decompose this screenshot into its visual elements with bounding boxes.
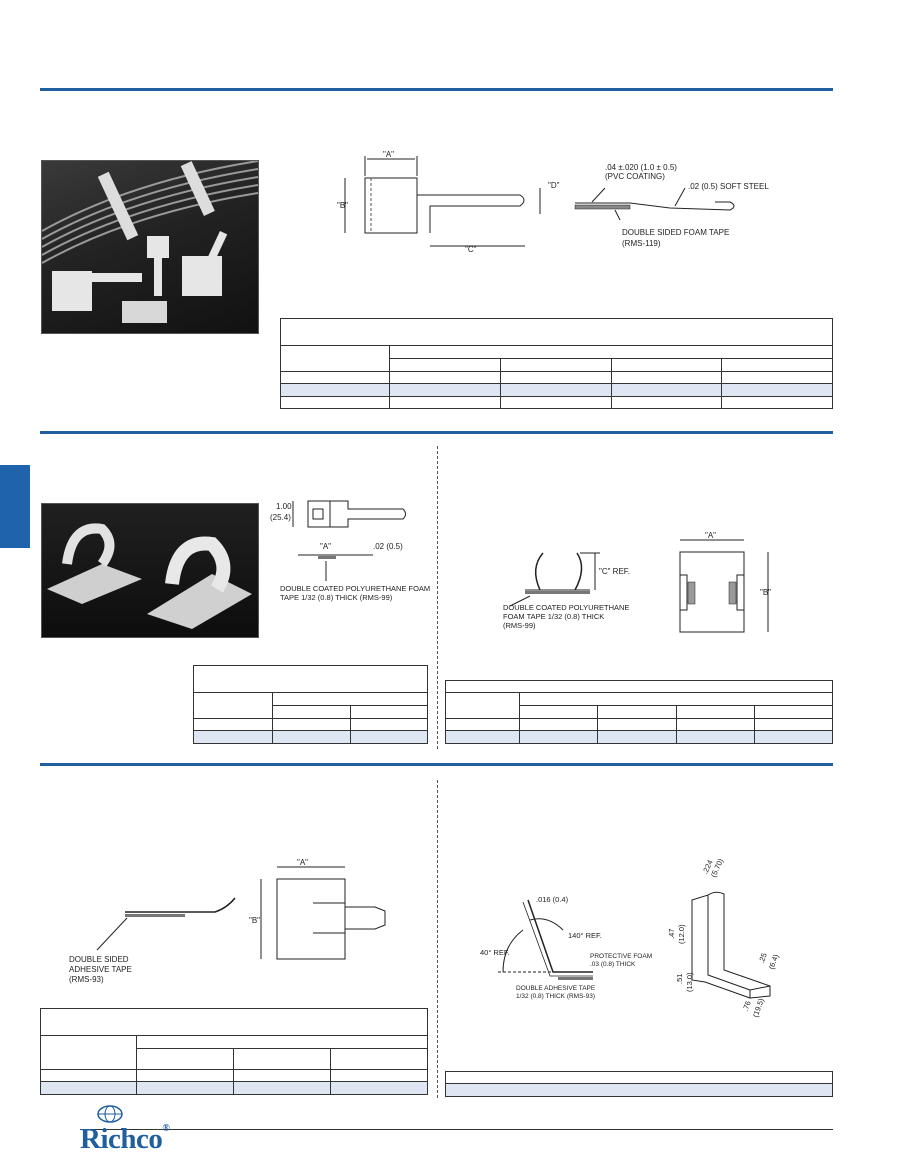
dim-label-b: "B" bbox=[337, 201, 348, 210]
label-pvc2: (PVC COATING) bbox=[605, 172, 665, 181]
dim-label-1-00: 1.00 bbox=[276, 502, 292, 511]
globe-icon bbox=[97, 1105, 123, 1123]
product-photo-cable-mounts bbox=[41, 160, 259, 334]
label-tape1: DOUBLE SIDED bbox=[69, 955, 129, 964]
table-row bbox=[280, 371, 833, 384]
label-steel: .02 (0.5) SOFT STEEL bbox=[688, 182, 769, 191]
table-row bbox=[280, 396, 833, 409]
dim-label-6-4: (6.4) bbox=[767, 953, 781, 971]
table-row bbox=[445, 718, 834, 731]
dim-label-51: .51 bbox=[675, 974, 684, 984]
dim-label-d: "D" bbox=[548, 181, 560, 190]
label-pvc: .04 ±.020 (1.0 ± 0.5) bbox=[605, 163, 677, 172]
richco-logo: Richco® bbox=[80, 1123, 170, 1155]
dim-label-25: .25 bbox=[757, 952, 769, 965]
dim-label-b: "B" bbox=[249, 916, 260, 925]
column-divider-2 bbox=[437, 446, 438, 749]
table-row bbox=[193, 730, 428, 744]
label-prot1: PROTECTIVE FOAM bbox=[590, 953, 652, 960]
column-divider-3 bbox=[437, 780, 438, 1098]
spec-table-2-left bbox=[193, 665, 428, 744]
drawing-angle-mount-iso: .224 (5.70) .47 (12.0) .51 (13.0) .25 (6… bbox=[667, 857, 781, 1019]
label-tape1: DOUBLE COATED POLYURETHANE FOAM bbox=[280, 584, 430, 593]
footer-rule bbox=[80, 1129, 833, 1130]
spec-table-1 bbox=[280, 318, 833, 409]
table-header-row bbox=[193, 665, 428, 693]
drawing-adhesive-mount-side: DOUBLE SIDED ADHESIVE TAPE (RMS-93) bbox=[69, 897, 236, 984]
table-row bbox=[193, 718, 428, 731]
label-tape3: (RMS-93) bbox=[69, 975, 104, 984]
table-header-row bbox=[193, 692, 428, 719]
dim-label-a: "A" bbox=[320, 542, 331, 551]
dim-label-a: "A" bbox=[383, 150, 394, 159]
dim-label-b: "B" bbox=[760, 588, 771, 597]
section-divider-3 bbox=[40, 763, 833, 766]
dim-label-19-5: (19.5) bbox=[751, 997, 766, 1019]
table-header-row bbox=[41, 1048, 428, 1070]
table-header-row bbox=[40, 1008, 428, 1036]
label-tape: DOUBLE SIDED FOAM TAPE bbox=[622, 228, 729, 237]
table-row bbox=[445, 1071, 833, 1084]
label-prot2: .03 (0.8) THICK bbox=[590, 961, 636, 968]
drawing-cable-mount-dims: "A" "B" "C" "D" bbox=[337, 150, 560, 254]
product-photo-tie-mounts bbox=[41, 503, 259, 638]
label-ref140: 140° REF. bbox=[568, 931, 602, 940]
dim-label-thk: .02 (0.5) bbox=[373, 542, 403, 551]
dim-label-c: "C" bbox=[465, 245, 477, 254]
table-header-row bbox=[445, 680, 833, 693]
dim-label-a: "A" bbox=[705, 531, 716, 540]
table-row bbox=[445, 730, 834, 744]
dim-label-47: .47 bbox=[667, 929, 676, 939]
dim-label-12-0: (12.0) bbox=[677, 924, 686, 944]
table-row bbox=[445, 1083, 833, 1097]
drawing-cable-mount-section: .04 ±.020 (1.0 ± 0.5) (PVC COATING) .02 … bbox=[574, 163, 769, 248]
table-header-row bbox=[194, 705, 428, 719]
section-divider-2 bbox=[40, 431, 833, 434]
drawing-tie-mount-dims: 1.00 (25.4) "A" .02 (0.5) DOUBLE COATED … bbox=[270, 500, 430, 602]
table-header-row bbox=[280, 318, 833, 346]
label-dbl2: 1/32 (0.8) THICK (RMS-93) bbox=[516, 993, 595, 1000]
drawing-adhesive-mount-plan: "A" "B" bbox=[249, 858, 386, 960]
side-tab bbox=[0, 465, 30, 548]
dim-label-a: "A" bbox=[297, 858, 308, 867]
label-tape2: ADHESIVE TAPE bbox=[69, 965, 132, 974]
label-tape2: (RMS-119) bbox=[622, 239, 661, 248]
drawing-push-mount-plan: "A" "B" bbox=[679, 531, 771, 633]
label-tape2: FOAM TAPE 1/32 (0.8) THICK bbox=[503, 612, 604, 621]
spec-table-2-right bbox=[445, 680, 834, 744]
drawing-push-mount-section: "C" REF. DOUBLE COATED POLYURETHANE FOAM… bbox=[503, 552, 630, 630]
spec-table-3-left bbox=[40, 1008, 428, 1095]
dim-label-25-4: (25.4) bbox=[270, 513, 291, 522]
label-ref40: 40° REF. bbox=[480, 948, 510, 957]
table-row bbox=[280, 383, 833, 397]
label-t016: .016 (0.4) bbox=[536, 895, 569, 904]
dim-label-76: .76 bbox=[741, 1000, 753, 1013]
label-tape2: TAPE 1/32 (0.8) THICK (RMS-99) bbox=[280, 593, 393, 602]
spec-table-3-right bbox=[445, 1071, 833, 1097]
label-tape3: (RMS-99) bbox=[503, 621, 536, 630]
table-header-row bbox=[445, 692, 833, 719]
dim-label-5-70: (5.70) bbox=[709, 857, 726, 879]
dim-label-c-ref: "C" REF. bbox=[599, 567, 630, 576]
label-tape1: DOUBLE COATED POLYURETHANE bbox=[503, 603, 629, 612]
table-row bbox=[40, 1069, 428, 1082]
section-divider-1 bbox=[40, 88, 833, 91]
label-dbl1: DOUBLE ADHESIVE TAPE bbox=[516, 985, 596, 992]
table-header-row bbox=[280, 345, 833, 372]
table-row bbox=[40, 1081, 428, 1095]
drawing-angle-mount-side: .016 (0.4) 140° REF. 40° REF. PROTECTIVE… bbox=[480, 895, 652, 1000]
dim-label-13-0: (13.0) bbox=[685, 972, 694, 992]
table-header-row bbox=[40, 1035, 428, 1070]
